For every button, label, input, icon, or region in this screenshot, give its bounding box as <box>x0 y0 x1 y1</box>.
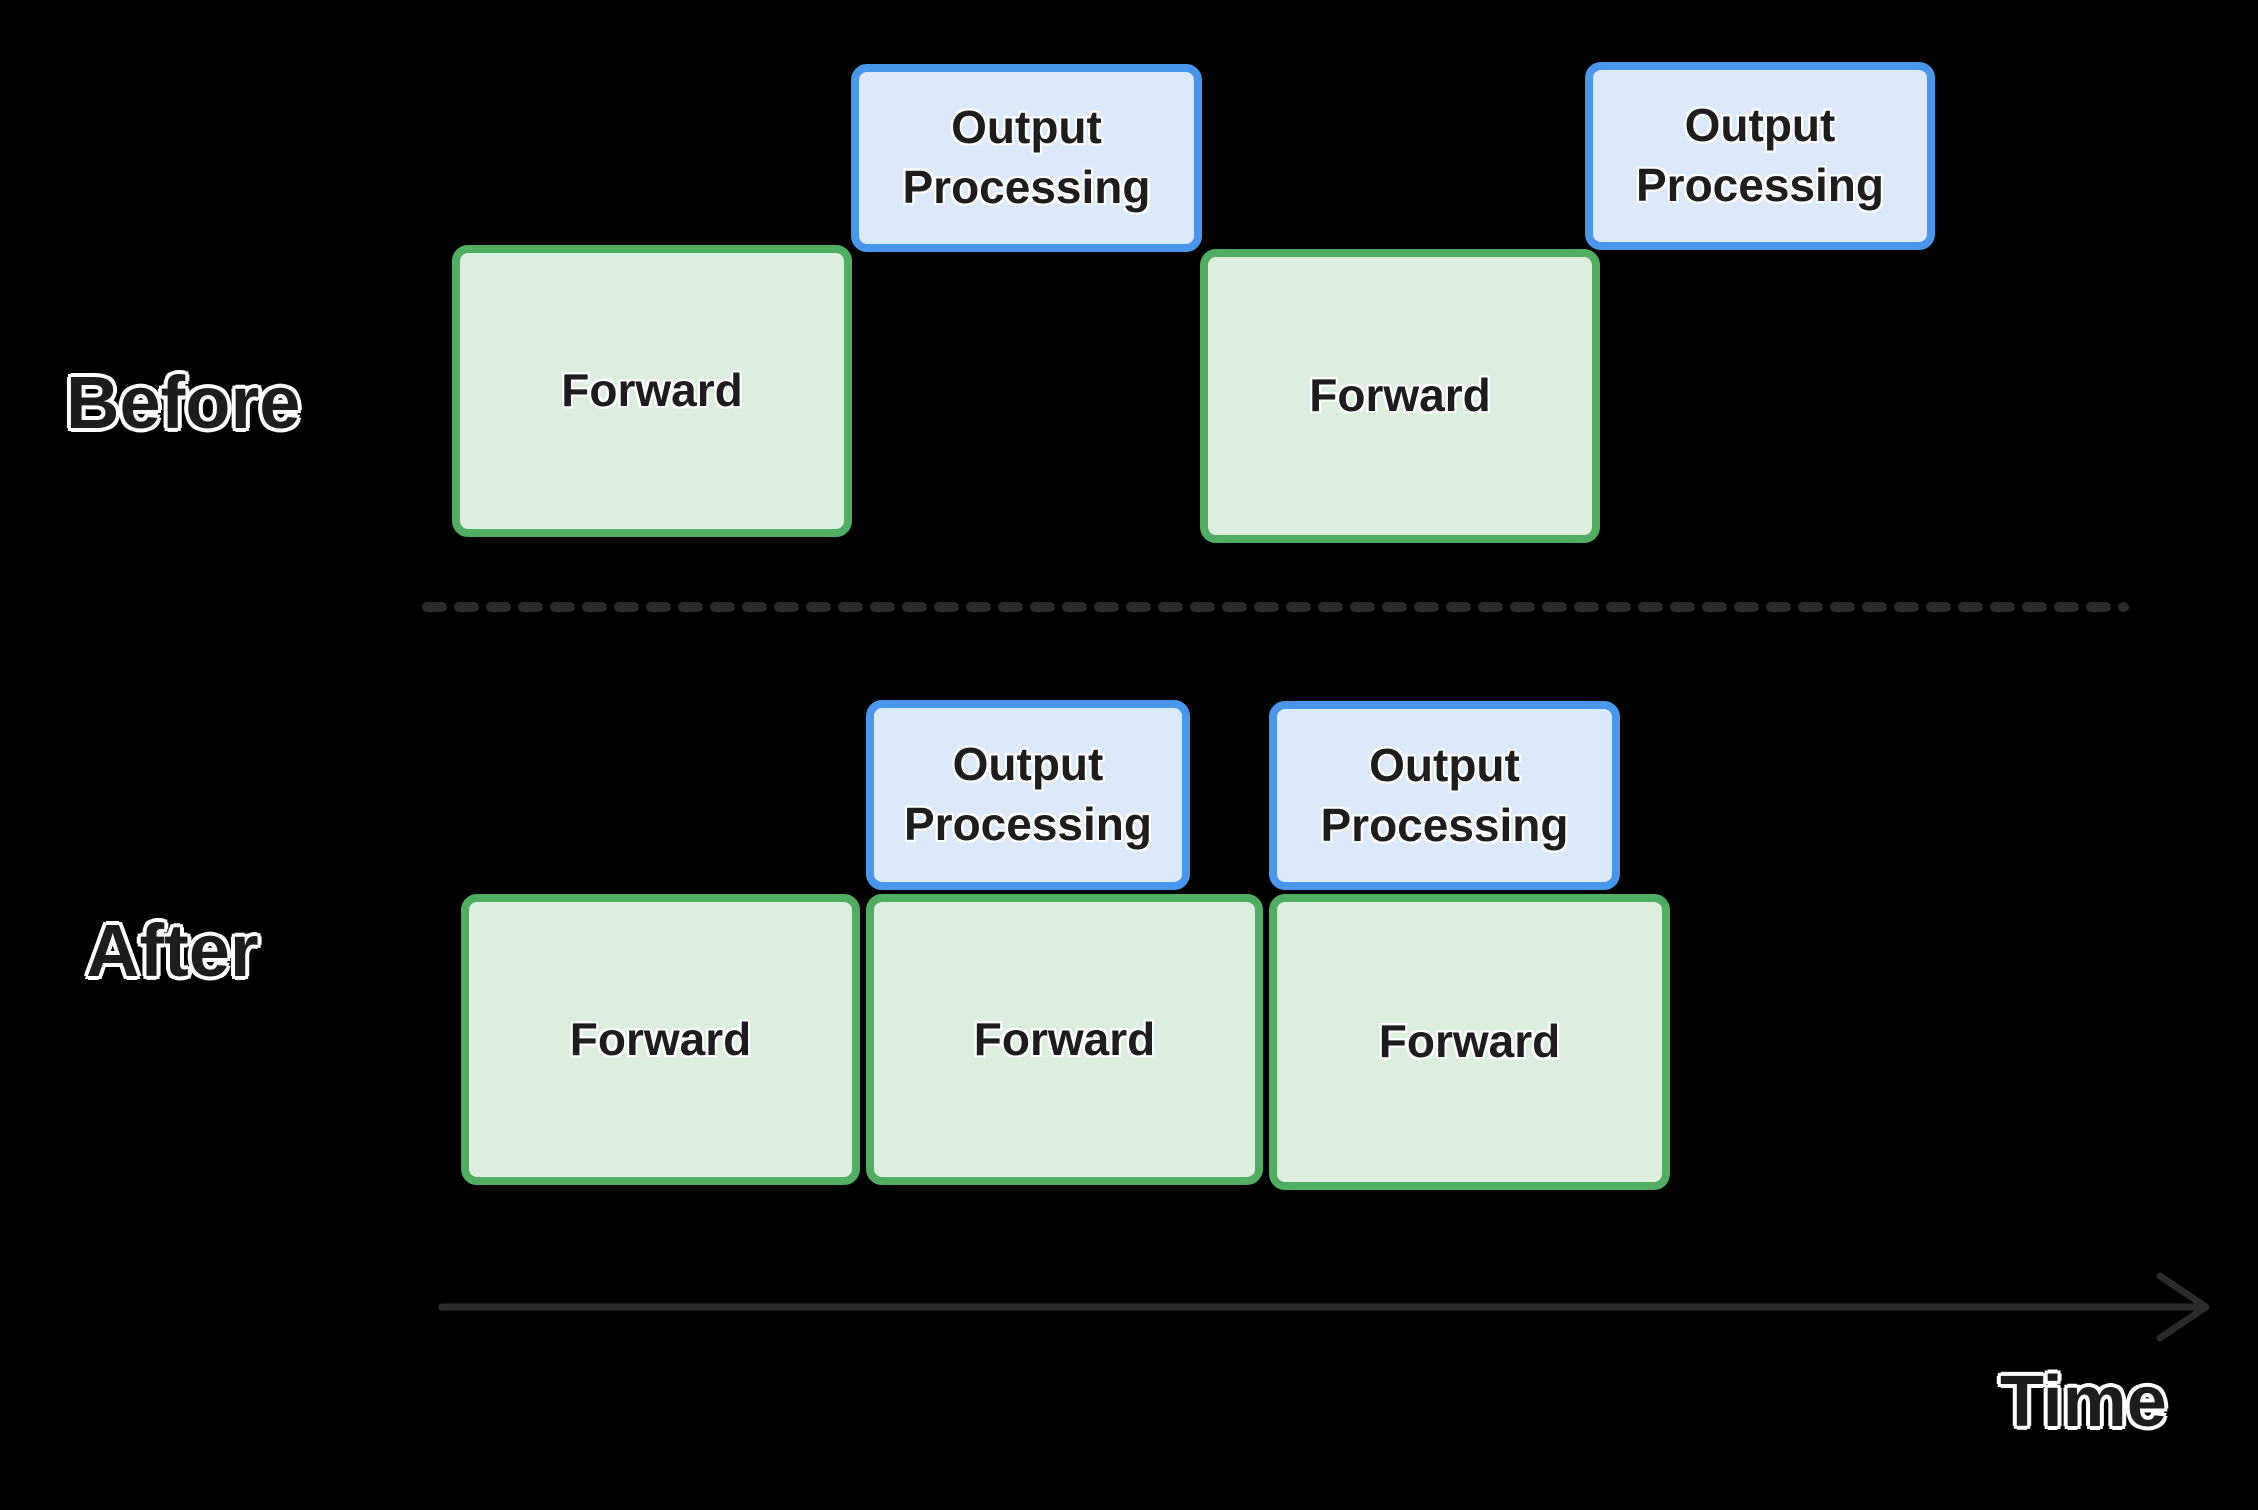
after-output-processing-box-1: Output Processing <box>866 700 1190 890</box>
time-axis-label: Time <box>2000 1362 2167 1442</box>
time-arrow-icon <box>438 1272 2210 1342</box>
after-row-label: After <box>86 909 259 992</box>
before-output-processing-box-1: Output Processing <box>851 64 1202 252</box>
forward-box-label: Forward <box>973 1012 1156 1065</box>
before-output-processing-box-2: Output Processing <box>1585 62 1935 250</box>
after-output-processing-box-2: Output Processing <box>1269 701 1620 890</box>
output-processing-box-label: Output Processing <box>904 738 1152 850</box>
before-forward-box-1: Forward <box>452 245 852 537</box>
output-processing-box-label: Output Processing <box>1636 99 1884 211</box>
after-forward-box-1: Forward <box>461 894 860 1185</box>
output-processing-box-label: Output Processing <box>902 101 1151 213</box>
after-forward-box-2: Forward <box>866 894 1263 1185</box>
forward-box-label: Forward <box>1378 1015 1561 1068</box>
forward-box-label: Forward <box>569 1012 752 1065</box>
output-processing-box-label: Output Processing <box>1320 738 1569 851</box>
after-forward-box-3: Forward <box>1269 894 1670 1190</box>
before-row-label: Before <box>66 361 301 444</box>
before-forward-box-2: Forward <box>1200 249 1600 543</box>
forward-box-label: Forward <box>1309 369 1491 422</box>
forward-box-label: Forward <box>561 364 743 417</box>
